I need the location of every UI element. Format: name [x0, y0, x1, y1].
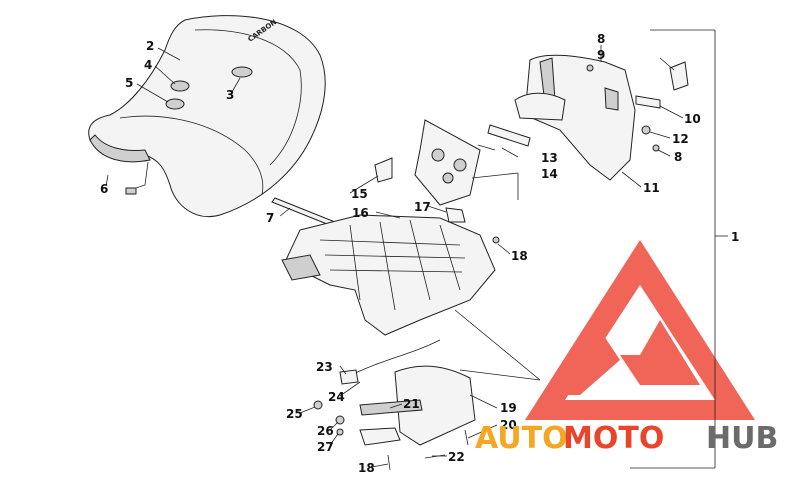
callout-1: 1	[731, 230, 739, 244]
callout-3: 3	[226, 88, 234, 102]
callout-19: 19	[500, 401, 517, 415]
watermark-triangle-stroke	[560, 330, 620, 395]
watermark-triangle-mark	[620, 320, 700, 385]
watermark-moto: MOTO	[563, 421, 664, 456]
rear-small-parts	[635, 61, 689, 152]
callout-27: 27	[317, 440, 334, 454]
callout-24: 24	[328, 390, 345, 404]
bolt-18-top	[492, 236, 500, 244]
callout-25: 25	[286, 407, 303, 421]
seat-grip-4	[170, 80, 190, 92]
callout-8-bottom: 8	[674, 150, 682, 164]
callout-7: 7	[266, 211, 274, 225]
callout-18-bottom: 18	[358, 461, 375, 475]
callout-2: 2	[146, 39, 154, 53]
callout-23: 23	[316, 360, 333, 374]
callout-10: 10	[684, 112, 701, 126]
callout-17: 17	[414, 200, 431, 214]
bracket-10	[635, 95, 661, 109]
callout-14: 14	[541, 167, 558, 181]
callout-13: 13	[541, 151, 558, 165]
callout-6: 6	[100, 182, 108, 196]
callout-22: 22	[448, 450, 465, 464]
watermark-auto: AUTO	[475, 421, 568, 456]
callout-11: 11	[643, 181, 660, 195]
callout-15: 15	[351, 187, 368, 201]
callout-4: 4	[144, 58, 152, 72]
seat-strap	[271, 197, 336, 227]
grommet-17	[445, 207, 466, 223]
callout-1-bracket	[630, 29, 728, 469]
hinge-15	[374, 157, 393, 183]
watermark-hub: HUB	[706, 421, 778, 456]
seat-cushion: CARBON	[88, 15, 326, 217]
seat-grip-5	[165, 98, 185, 110]
callout-9: 9	[597, 48, 605, 62]
callout-21: 21	[403, 397, 420, 411]
seat-grip-3	[231, 66, 253, 78]
callout-20: 20	[500, 418, 517, 432]
storage-box	[514, 54, 636, 181]
callout-18-top: 18	[511, 249, 528, 263]
callout-16: 16	[352, 206, 369, 220]
mounting-bracket	[374, 119, 531, 206]
nut-8b	[652, 144, 660, 152]
seat-base	[281, 207, 500, 336]
callout-26: 26	[317, 424, 334, 438]
leader-lines	[105, 45, 684, 468]
bracket-23	[339, 369, 359, 385]
watermark-logo	[525, 240, 755, 420]
latch-13	[487, 124, 531, 147]
hinge-frame	[313, 339, 476, 471]
callout-5: 5	[125, 76, 133, 90]
callout-12: 12	[672, 132, 689, 146]
callout-labels: 1 2 4 5 3 6 7 8 9 10 12 8 11 13 14 15 16…	[100, 32, 739, 475]
watermark-text: AUTO MOTO HUB	[475, 421, 778, 456]
nut-12	[641, 125, 651, 135]
reflector-9	[669, 61, 689, 91]
callout-8-top: 8	[597, 32, 605, 46]
